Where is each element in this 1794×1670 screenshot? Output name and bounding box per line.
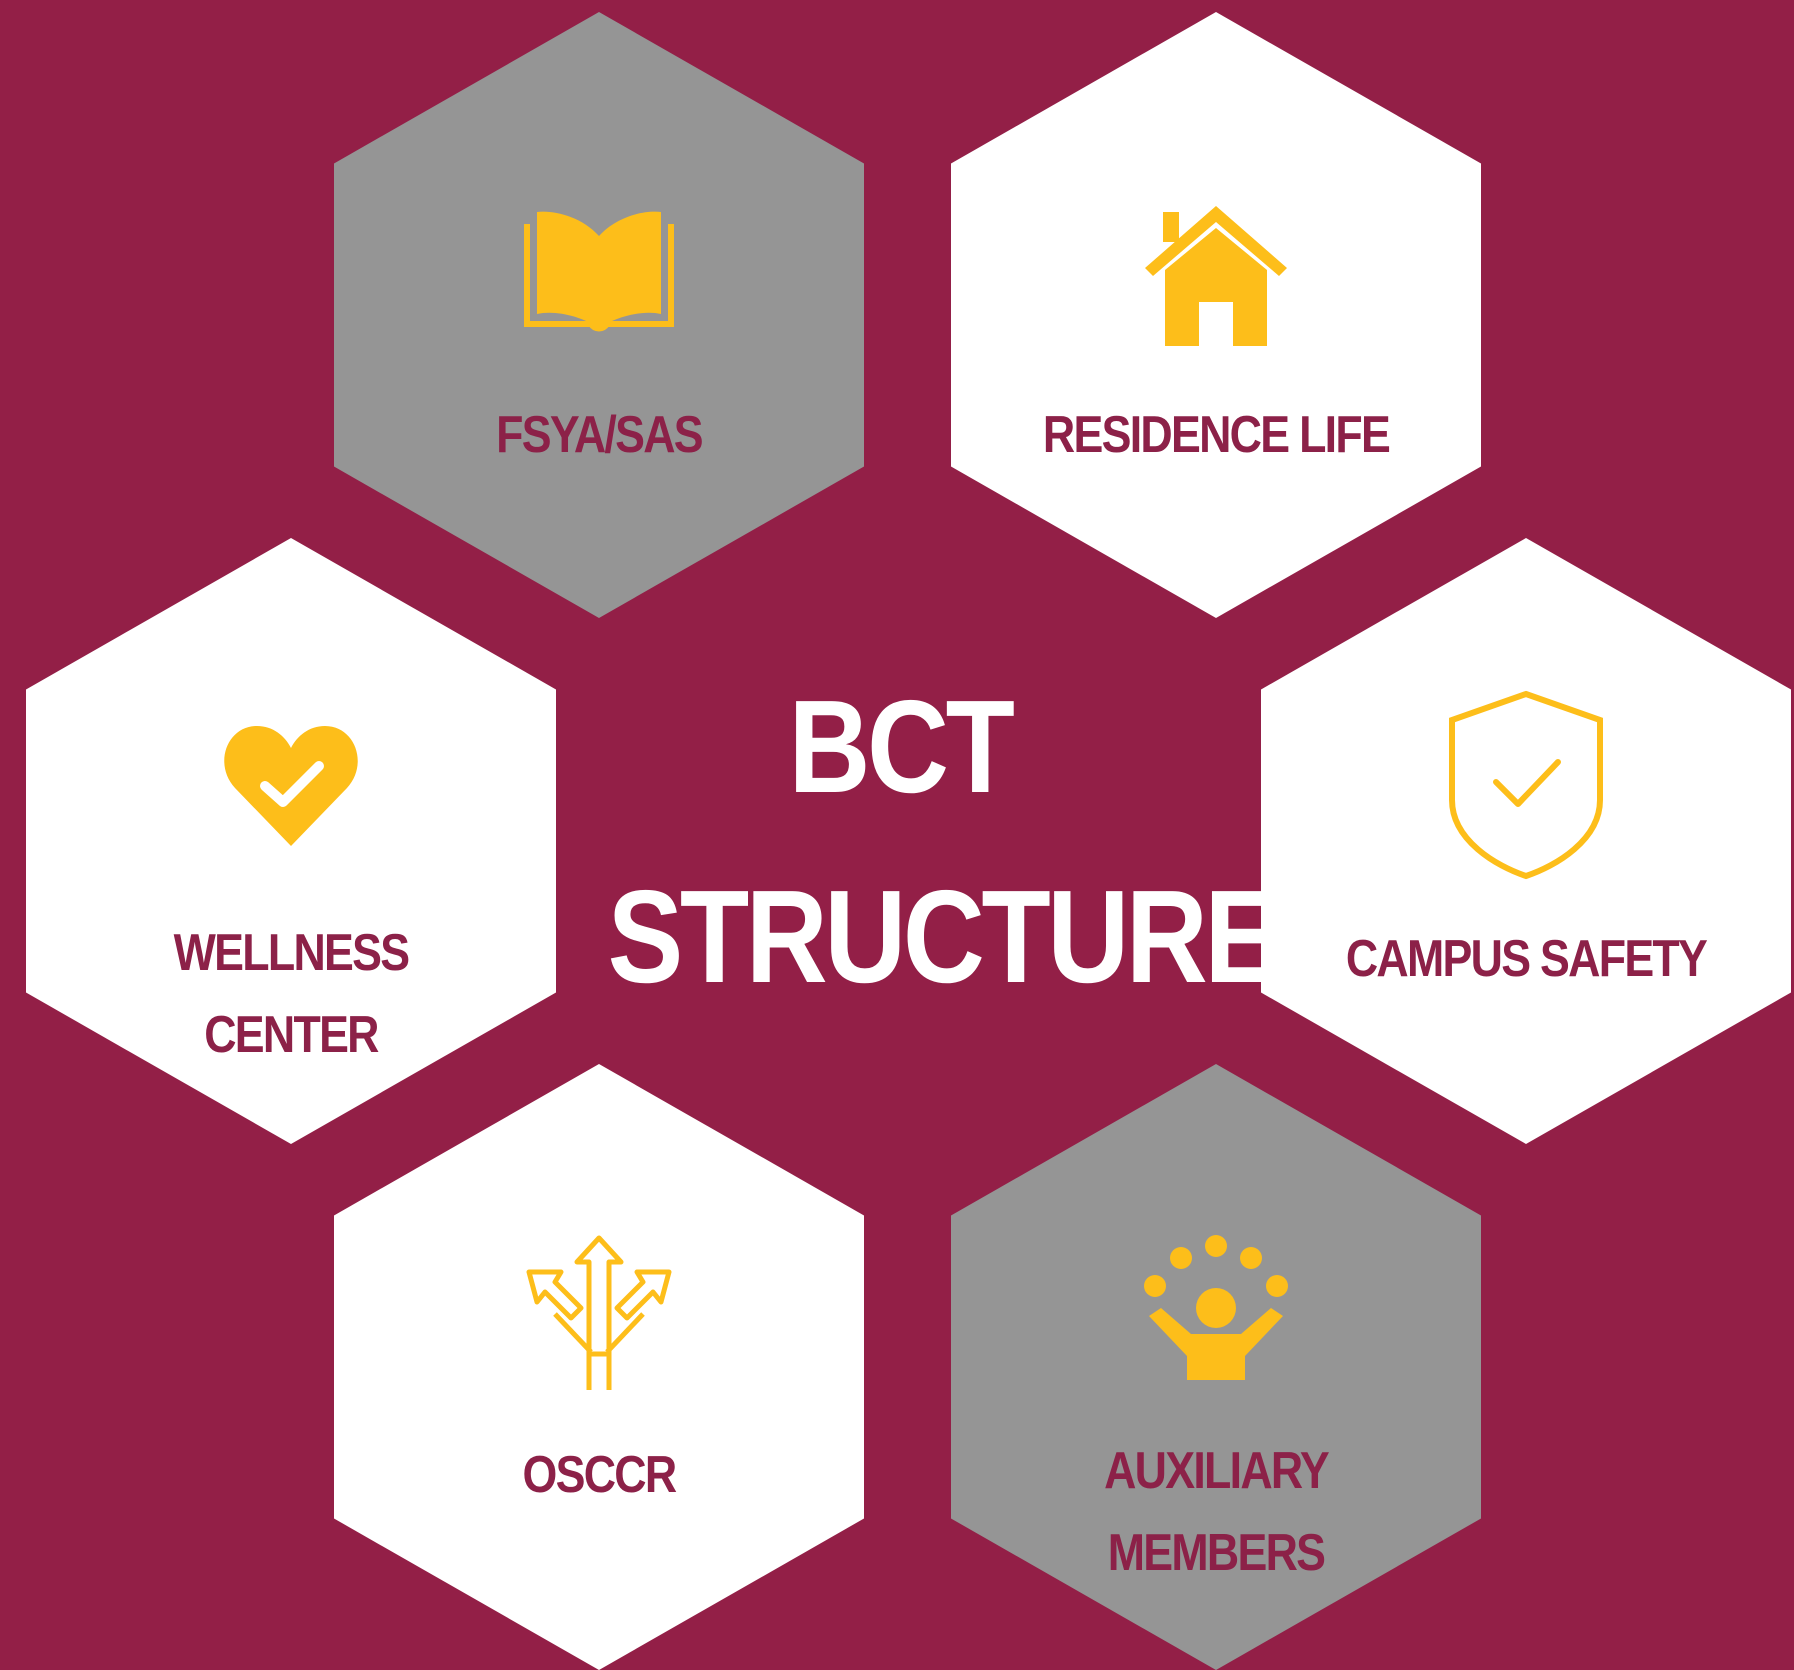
hexagon-label: RESIDENCE LIFE xyxy=(1042,406,1391,464)
hexagon-label: OSCCR xyxy=(522,1446,678,1504)
hexagon-fsya-sas: FSYA/SAS xyxy=(334,12,864,618)
open-book-icon xyxy=(519,198,679,338)
hexagon-auxiliary-members: AUXILIARY MEMBERS xyxy=(951,1064,1481,1670)
shield-check-icon xyxy=(1446,690,1606,880)
title-line-1: BCT xyxy=(788,673,1014,820)
person-juggling-icon xyxy=(1141,1234,1291,1384)
hexagon-wellness-center: WELLNESS CENTER xyxy=(26,538,556,1144)
hexagon-residence-life: RESIDENCE LIFE xyxy=(951,12,1481,618)
heart-check-icon xyxy=(221,722,361,848)
hexagon-label: AUXILIARY MEMBERS xyxy=(1104,1442,1330,1582)
title-line-2: STRUCTURE xyxy=(607,863,1281,1010)
branching-arrows-icon xyxy=(519,1234,679,1394)
hexagon-label: WELLNESS CENTER xyxy=(173,924,410,1064)
hexagon-campus-safety: CAMPUS SAFETY xyxy=(1261,538,1791,1144)
hexagon-osccr: OSCCR xyxy=(334,1064,864,1670)
hexagon-label: FSYA/SAS xyxy=(496,406,704,464)
house-icon xyxy=(1141,198,1291,348)
hexagon-label: CAMPUS SAFETY xyxy=(1345,930,1708,988)
